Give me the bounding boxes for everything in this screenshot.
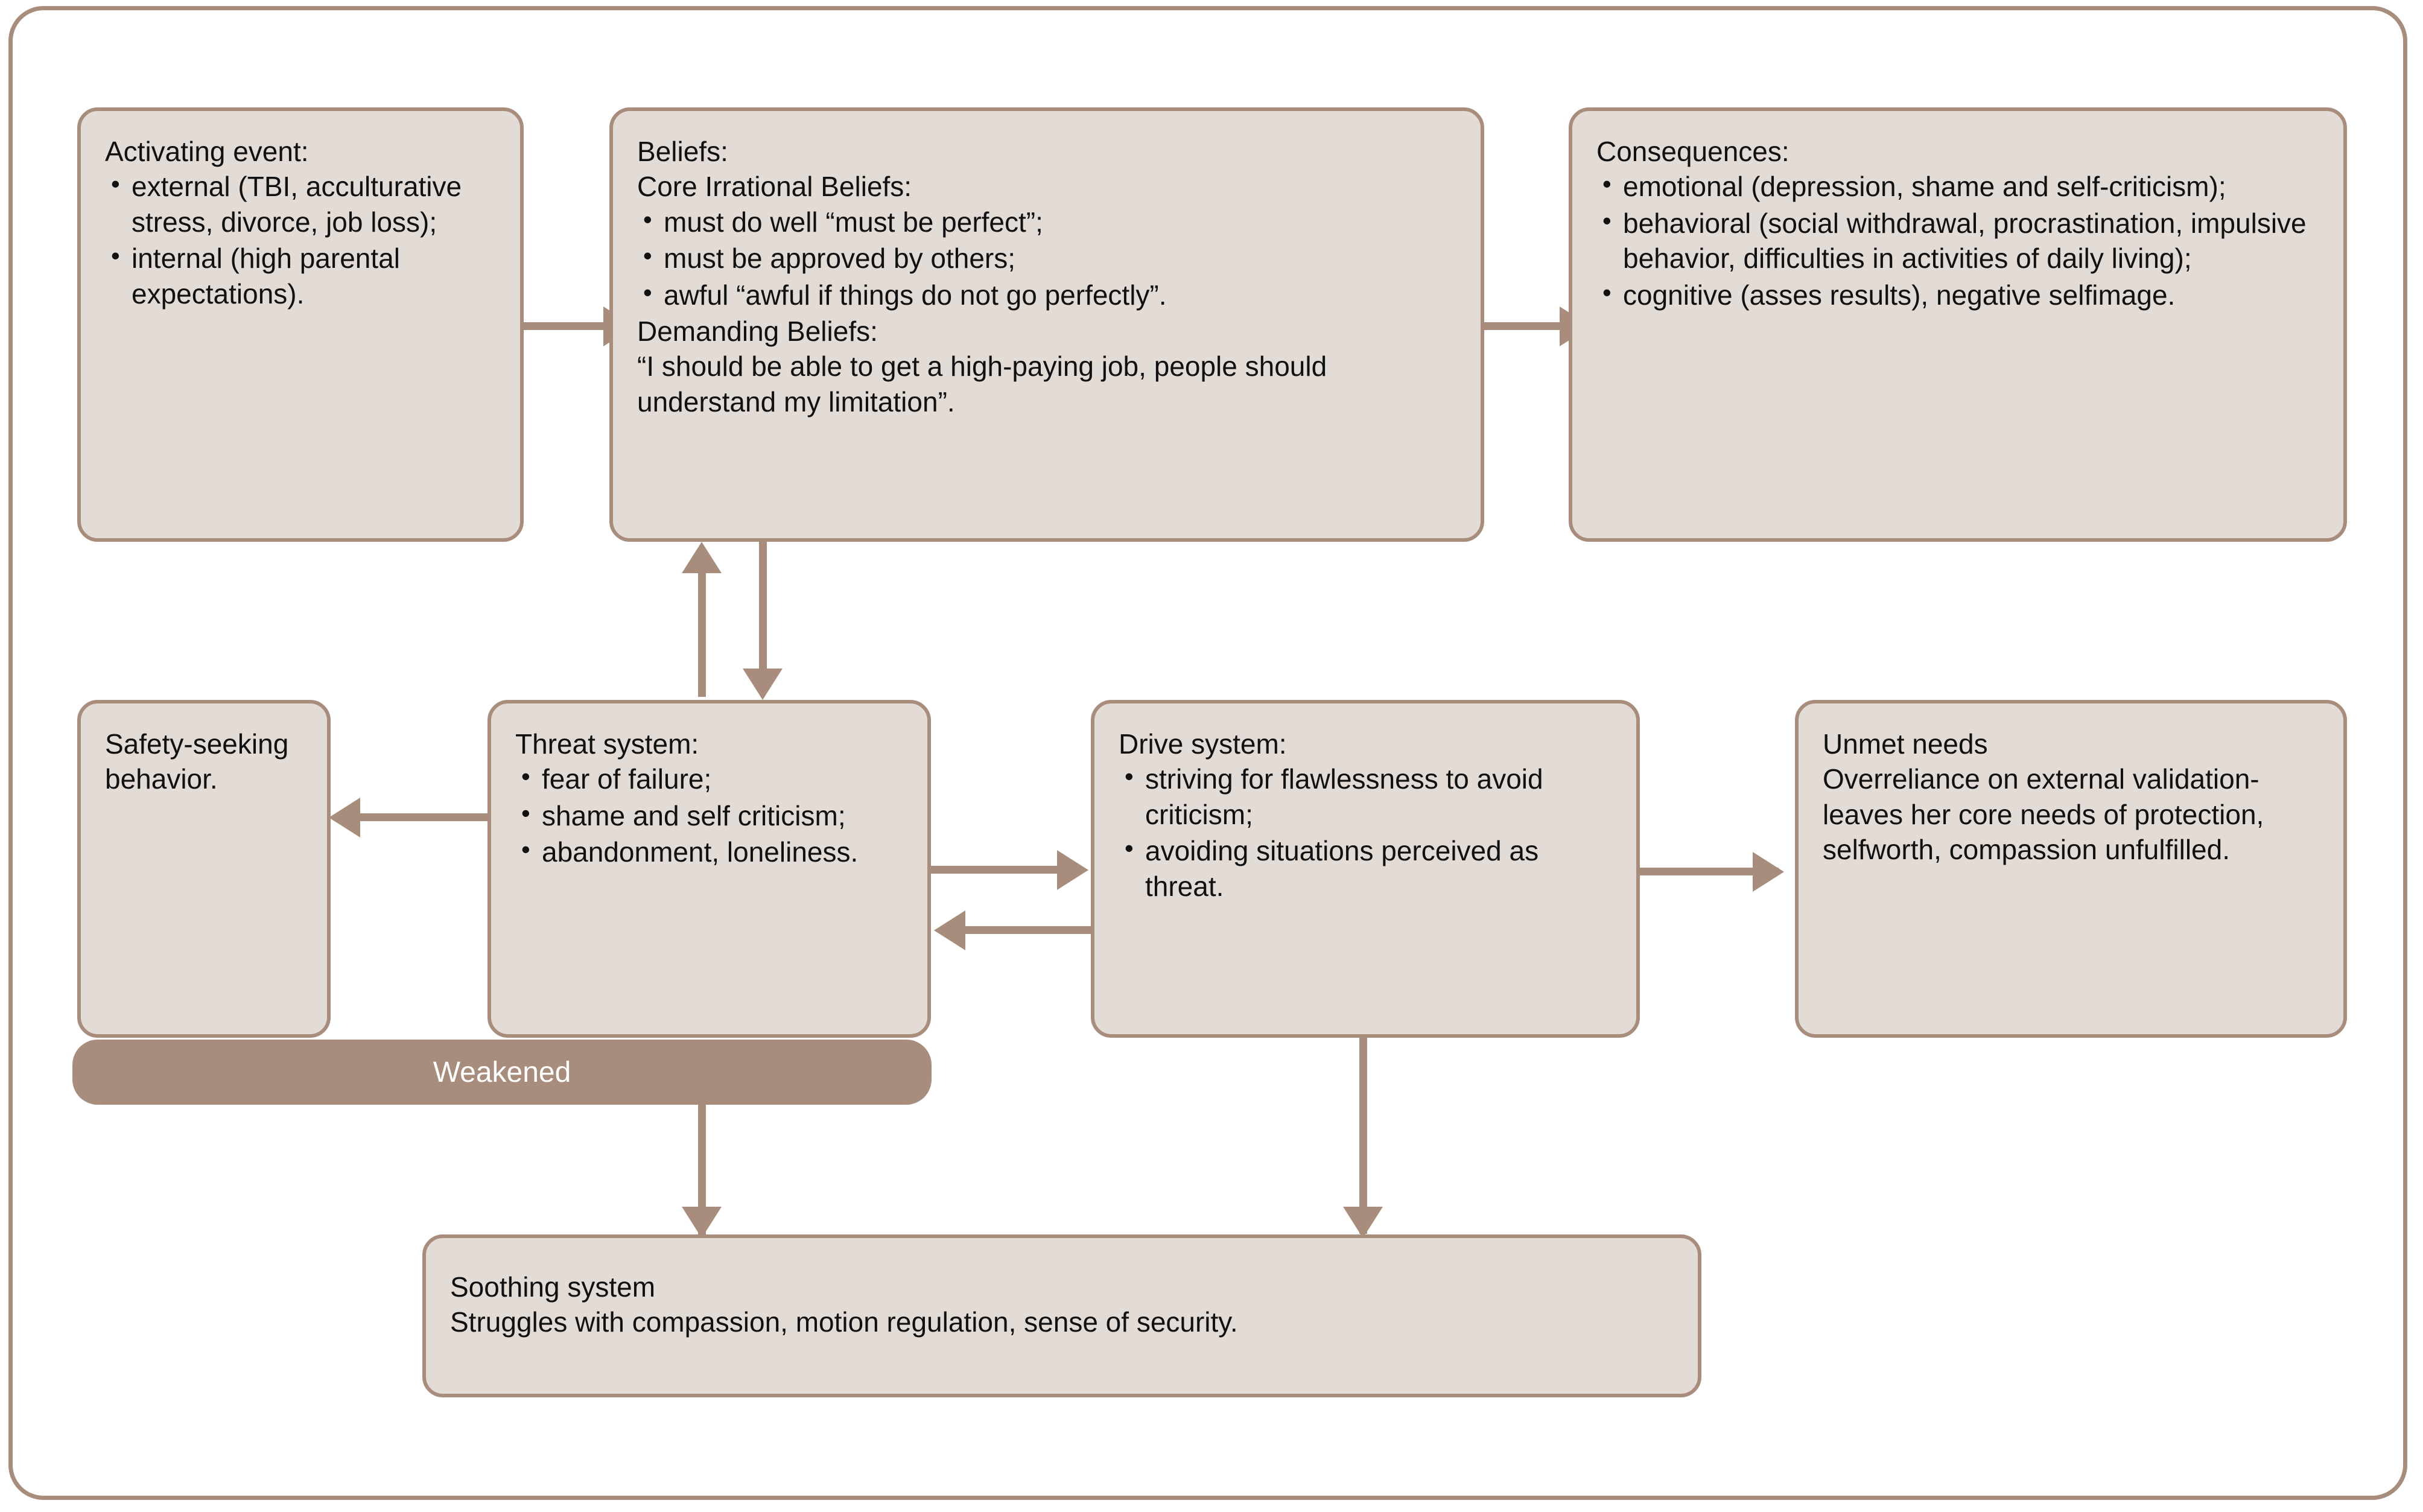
arrow-drive-to-threat-head — [934, 910, 965, 950]
threat-system-heading: Threat system: — [515, 728, 699, 760]
list-item: shame and self criticism; — [515, 797, 907, 833]
box-threat-system: Threat system: fear of failure; shame an… — [487, 700, 931, 1038]
beliefs-heading: Beliefs: Core Irrational Beliefs: — [637, 136, 912, 203]
drive-system-bullets: striving for flawlessness to avoid criti… — [1119, 760, 1616, 904]
list-item: emotional (depression, shame and self-cr… — [1596, 168, 2323, 204]
arrow-drive-to-soothing-head — [1343, 1207, 1383, 1238]
list-item: must be approved by others; — [637, 240, 1460, 276]
arrow-threat-to-beliefs-head — [682, 542, 722, 573]
consequences-heading: Consequences: — [1596, 136, 1789, 167]
list-item: avoiding situations perceived as threat. — [1119, 832, 1616, 904]
activating-event-bullets: external (TBI, acculturative stress, div… — [105, 168, 500, 311]
list-item: cognitive (asses results), negative self… — [1596, 276, 2323, 313]
weakened-label: Weakened — [433, 1056, 571, 1088]
arrow-weakened-to-soothing-line — [698, 1105, 706, 1234]
box-beliefs: Beliefs: Core Irrational Beliefs: must d… — [609, 107, 1484, 542]
box-soothing-system: Soothing system Struggles with compassio… — [422, 1234, 1701, 1397]
arrow-beliefs-to-threat-head — [743, 669, 783, 700]
consequences-bullets: emotional (depression, shame and self-cr… — [1596, 168, 2323, 313]
arrow-threat-to-beliefs-line — [698, 561, 706, 697]
soothing-system-text: Soothing system Struggles with compassio… — [450, 1271, 1238, 1338]
list-item: behavioral (social withdrawal, procrasti… — [1596, 205, 2323, 276]
arrow-drive-to-soothing-line — [1359, 1038, 1367, 1234]
drive-system-heading: Drive system: — [1119, 728, 1287, 760]
beliefs-bullets: must do well “must be perfect”; must be … — [637, 203, 1460, 313]
unmet-needs-text: Unmet needs Overreliance on external val… — [1823, 728, 2264, 866]
beliefs-footer: Demanding Beliefs: “I should be able to … — [637, 316, 1327, 418]
safety-seeking-text: Safety-seeking behavior. — [105, 728, 289, 795]
box-unmet-needs: Unmet needs Overreliance on external val… — [1795, 700, 2347, 1038]
list-item: external (TBI, acculturative stress, div… — [105, 168, 500, 240]
arrow-threat-to-safety-line — [353, 813, 489, 821]
list-item: awful “awful if things do not go perfect… — [637, 276, 1460, 313]
arrow-drive-to-threat-line — [959, 926, 1091, 934]
box-activating-event: Activating event: external (TBI, accultu… — [77, 107, 524, 542]
list-item: internal (high parental expectations). — [105, 240, 500, 311]
box-drive-system: Drive system: striving for flawlessness … — [1091, 700, 1640, 1038]
arrow-drive-to-unmet-line — [1640, 868, 1779, 875]
weakened-band: Weakened — [72, 1040, 932, 1105]
arrow-threat-to-safety-head — [329, 798, 360, 837]
outer-frame — [8, 6, 2407, 1500]
box-safety-seeking-behavior: Safety-seeking behavior. — [77, 700, 331, 1038]
list-item: abandonment, loneliness. — [515, 833, 907, 869]
arrow-threat-to-drive-head — [1057, 850, 1088, 890]
arrow-beliefs-to-threat-line — [759, 542, 767, 676]
arrow-threat-to-drive-line — [931, 866, 1061, 874]
arrow-weakened-to-soothing-head — [682, 1207, 722, 1238]
activating-event-heading: Activating event: — [105, 136, 309, 167]
list-item: must do well “must be perfect”; — [637, 203, 1460, 240]
list-item: fear of failure; — [515, 760, 907, 796]
box-consequences: Consequences: emotional (depression, sha… — [1569, 107, 2347, 542]
arrow-drive-to-unmet-head — [1753, 852, 1784, 892]
threat-system-bullets: fear of failure; shame and self criticis… — [515, 760, 907, 869]
list-item: striving for flawlessness to avoid criti… — [1119, 760, 1616, 832]
